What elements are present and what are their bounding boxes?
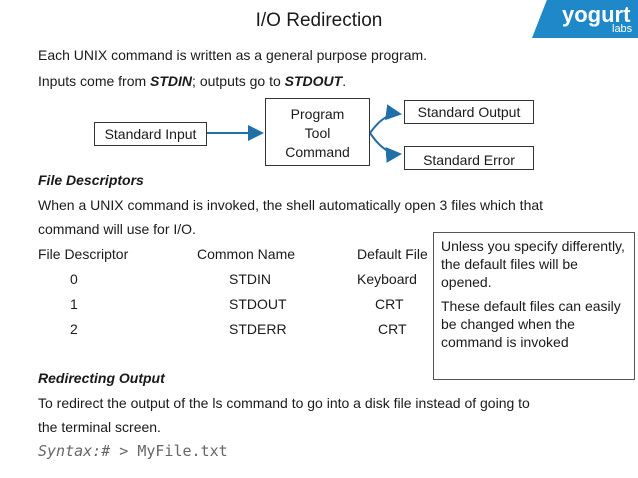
output-arrow xyxy=(369,104,402,134)
standard-output-box: Standard Output xyxy=(404,100,534,124)
table-cell: CRT xyxy=(378,321,407,337)
standard-input-box: Standard Input xyxy=(94,122,207,146)
intro-line-2-end: . xyxy=(342,73,347,89)
syntax-example: Syntax:# > MyFile.txt xyxy=(38,442,228,460)
stdin-term: STDIN xyxy=(150,73,193,89)
redirect-text-line-1: To redirect the output of the ls command… xyxy=(38,395,530,411)
redirecting-output-heading: Redirecting Output xyxy=(38,370,165,386)
intro-line-2-pre: Inputs come from xyxy=(38,73,151,89)
logo-main-text: yogurt xyxy=(562,2,631,27)
redirect-text-line-2: the terminal screen. xyxy=(38,419,161,435)
intro-line-2-mid: ; outputs go to xyxy=(192,73,285,89)
yogurt-labs-logo: yogurt labs xyxy=(532,0,638,38)
table-header-name: Common Name xyxy=(197,246,296,262)
syntax-label: Syntax:# xyxy=(38,442,111,460)
syntax-command: > MyFile.txt xyxy=(110,442,228,460)
table-cell: 1 xyxy=(70,296,78,312)
intro-line-1: Each UNIX command is written as a genera… xyxy=(38,47,428,63)
file-descriptors-heading: File Descriptors xyxy=(38,172,144,188)
table-cell: Keyboard xyxy=(357,271,417,287)
table-header-default: Default File xyxy=(357,246,428,262)
program-label-2: Tool xyxy=(304,125,331,141)
error-arrow xyxy=(369,132,402,163)
table-header-descriptor: File Descriptor xyxy=(38,246,129,262)
page-title: I/O Redirection xyxy=(255,10,383,31)
table-cell: STDERR xyxy=(229,321,287,337)
program-label-1: Program xyxy=(290,106,345,122)
fd-text-line-2: command will use for I/O. xyxy=(38,221,196,237)
table-cell: STDOUT xyxy=(229,296,287,312)
intro-line-2: Inputs come from STDIN; outputs go to ST… xyxy=(38,72,346,90)
note-paragraph-2: These default files can easily be change… xyxy=(441,298,621,350)
info-note-box: Unless you specify differently, the defa… xyxy=(433,232,635,380)
table-cell: STDIN xyxy=(229,271,271,287)
stdout-term: STDOUT xyxy=(284,73,343,89)
logo-sub-text: labs xyxy=(612,23,633,35)
note-paragraph-1: Unless you specify differently, the defa… xyxy=(441,238,625,290)
fd-text-line-1: When a UNIX command is invoked, the shel… xyxy=(38,197,544,213)
table-cell: CRT xyxy=(375,296,404,312)
table-cell: 2 xyxy=(70,321,78,337)
program-box: Program Tool Command xyxy=(265,98,370,166)
program-label-3: Command xyxy=(285,144,350,160)
standard-error-box: Standard Error xyxy=(404,146,534,170)
table-cell: 0 xyxy=(70,271,78,287)
